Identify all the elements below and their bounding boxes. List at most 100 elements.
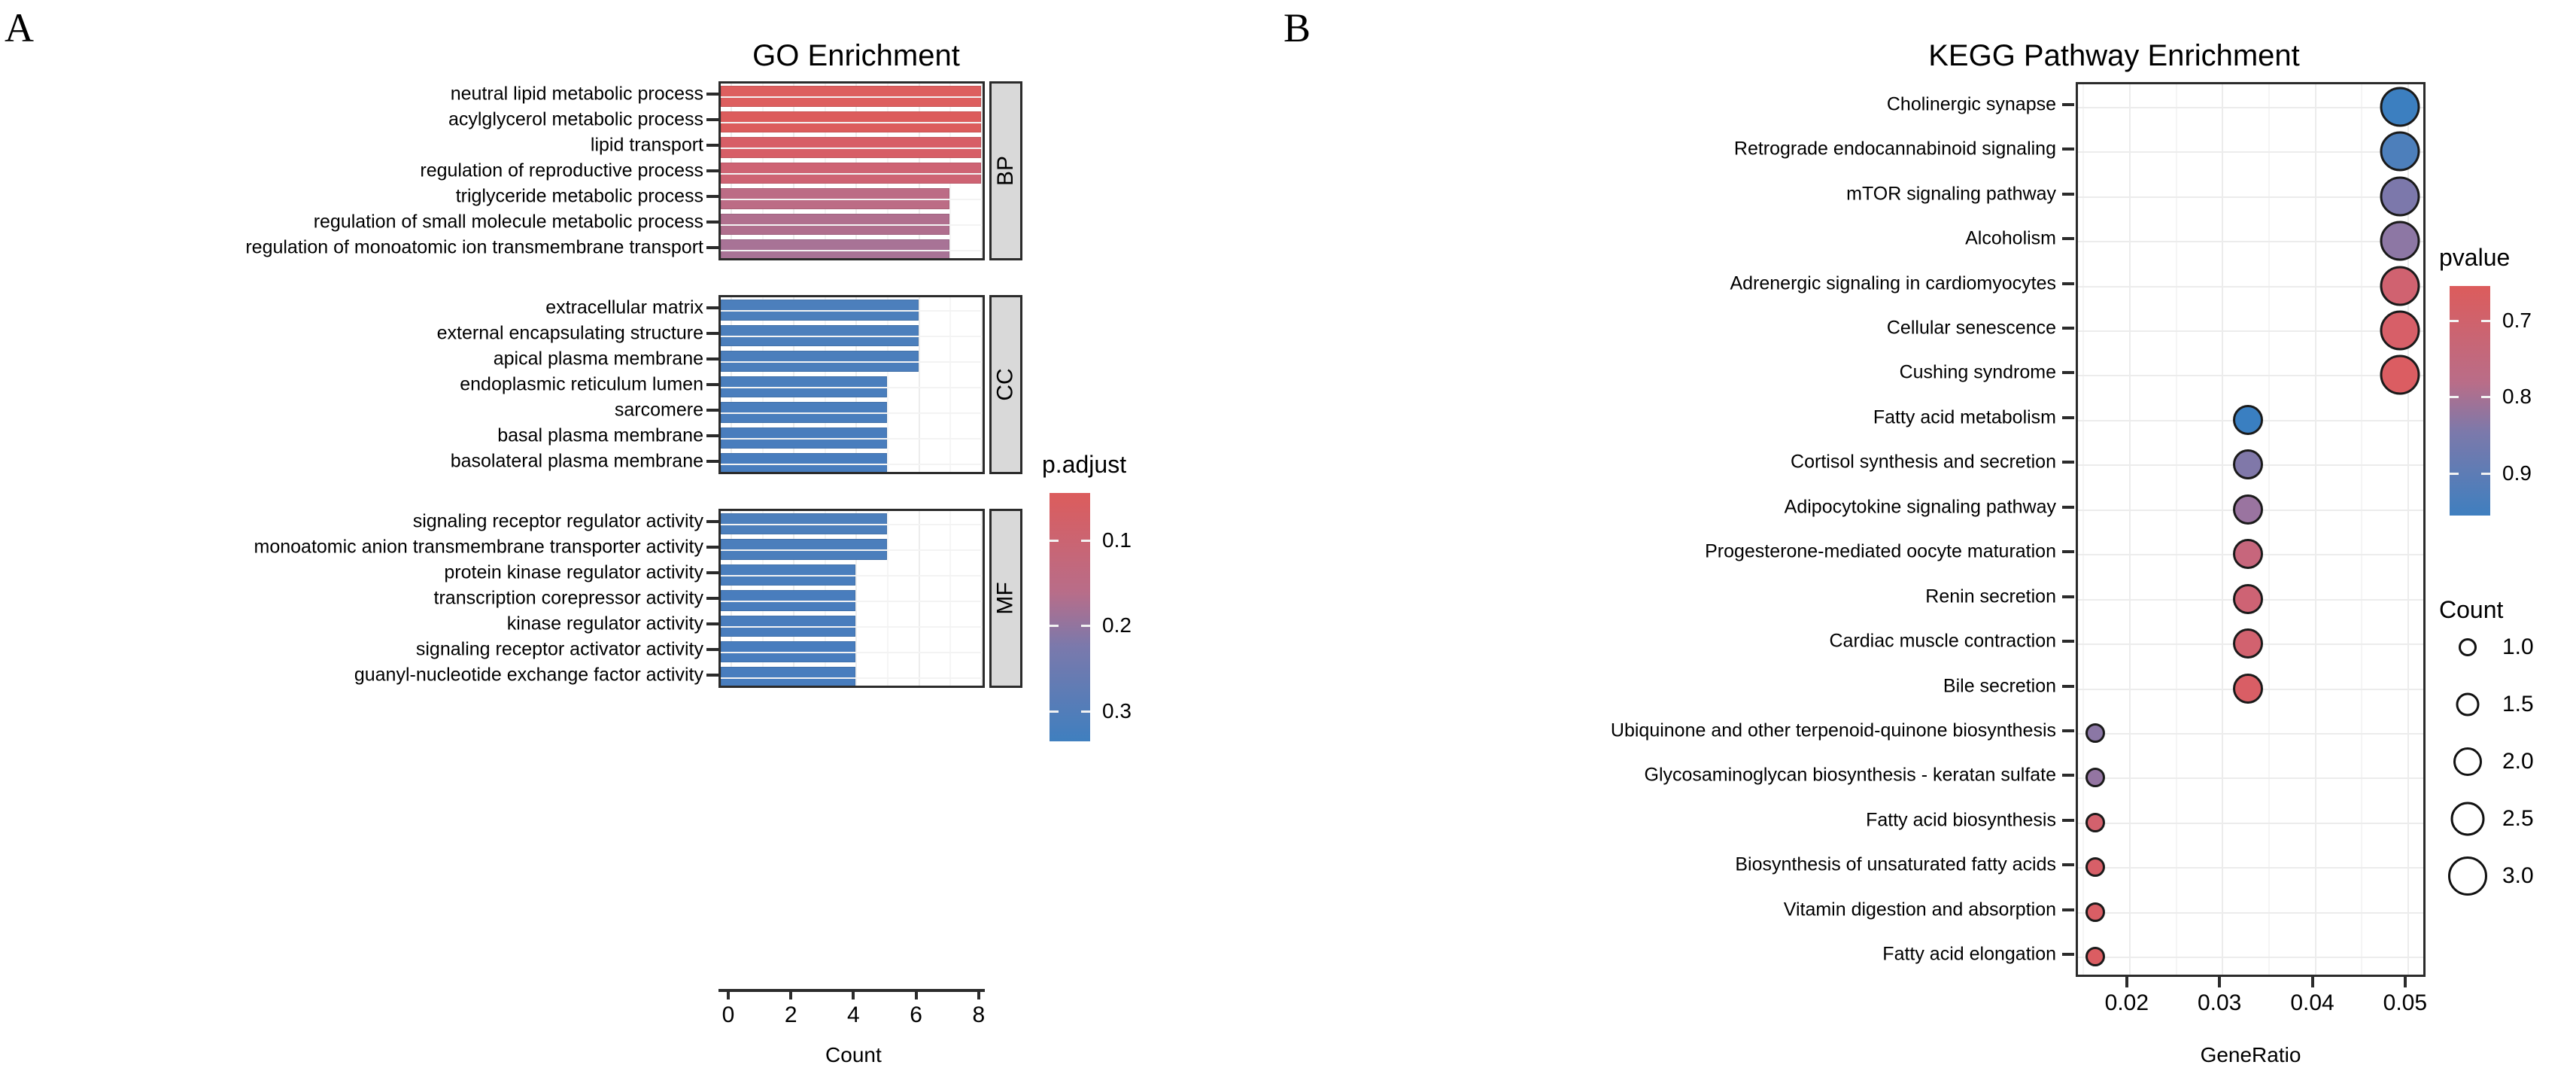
go-facet-inner-mf	[721, 511, 983, 686]
kegg-dot	[2380, 354, 2420, 395]
pvalue-legend-tick	[2481, 473, 2490, 476]
panel-a-letter: A	[5, 5, 34, 50]
go-bar	[721, 86, 981, 107]
grid-line-horizontal	[721, 626, 983, 628]
go-y-tick	[706, 546, 718, 549]
kegg-dot	[2380, 310, 2420, 351]
kegg-dot	[2085, 812, 2106, 832]
go-y-tick	[706, 221, 718, 224]
kegg-dot	[2380, 221, 2420, 261]
go-x-tick-label: 4	[847, 1002, 860, 1027]
grid-line-horizontal	[2078, 151, 2423, 154]
grid-line-horizontal	[2078, 106, 2423, 108]
kegg-dot	[2232, 539, 2263, 570]
go-bar	[721, 667, 856, 686]
go-y-tick	[706, 648, 718, 651]
grid-line-horizontal	[2078, 285, 2423, 288]
grid-line-horizontal	[721, 173, 983, 175]
go-y-label: basolateral plasma membrane	[450, 450, 703, 472]
go-bar	[721, 214, 950, 235]
kegg-dot	[2085, 947, 2106, 967]
grid-line-vertical	[2082, 84, 2085, 975]
go-facet-inner-cc	[721, 297, 983, 472]
grid-line-horizontal	[2078, 375, 2423, 377]
kegg-y-label: Fatty acid metabolism	[1873, 406, 2056, 428]
count-legend-label: 3.0	[2502, 863, 2534, 888]
kegg-x-axis-label: GeneRatio	[2200, 1043, 2301, 1066]
count-legend-label: 2.5	[2502, 806, 2534, 831]
grid-line-horizontal	[2078, 957, 2423, 959]
count-legend-circle	[2448, 856, 2487, 896]
go-bar	[721, 188, 950, 209]
kegg-y-tick	[2062, 729, 2074, 733]
kegg-y-tick	[2062, 684, 2074, 688]
go-y-tick	[706, 520, 718, 523]
go-y-label: regulation of monoatomic ion transmembra…	[245, 236, 703, 258]
kegg-y-tick	[2062, 326, 2074, 330]
go-x-tick	[789, 989, 793, 999]
go-bar	[721, 427, 887, 449]
grid-line-horizontal	[2078, 330, 2423, 332]
go-y-tick	[706, 571, 718, 574]
padjust-legend-tick	[1050, 539, 1059, 542]
go-y-label: external encapsulating structure	[436, 322, 703, 344]
go-y-label: regulation of small molecule metabolic p…	[313, 211, 703, 233]
go-bar	[721, 351, 919, 372]
go-y-label: transcription corepressor activity	[433, 587, 703, 609]
kegg-dot	[2380, 131, 2420, 172]
kegg-y-tick	[2062, 953, 2074, 957]
pvalue-legend-tick	[2450, 396, 2459, 399]
go-bar	[721, 539, 887, 560]
kegg-y-tick	[2062, 505, 2074, 509]
go-y-label: acylglycerol metabolic process	[448, 108, 703, 130]
kegg-x-tick	[2310, 977, 2314, 987]
go-bar	[721, 163, 981, 184]
kegg-y-tick	[2062, 595, 2074, 598]
go-y-tick	[706, 597, 718, 600]
go-y-label: monoatomic anion transmembrane transport…	[254, 536, 704, 558]
kegg-y-tick	[2062, 640, 2074, 643]
kegg-y-tick	[2062, 371, 2074, 375]
go-bar	[721, 641, 856, 662]
kegg-y-tick	[2062, 102, 2074, 106]
count-legend-label: 1.5	[2502, 692, 2534, 716]
go-y-label: signaling receptor activator activity	[415, 638, 703, 660]
pvalue-colorbar	[2450, 286, 2490, 516]
go-y-tick	[706, 332, 718, 335]
kegg-y-label: Ubiquinone and other terpenoid-quinone b…	[1610, 720, 2056, 741]
panel-a-title: GO Enrichment	[752, 39, 960, 72]
pvalue-legend-tick	[2481, 396, 2490, 399]
go-y-tick	[706, 409, 718, 412]
grid-line-horizontal	[2078, 911, 2423, 914]
go-y-label: protein kinase regulator activity	[444, 561, 703, 583]
grid-line-vertical	[2361, 84, 2363, 975]
grid-line-vertical	[949, 297, 952, 472]
go-x-tick	[852, 989, 855, 999]
go-facet-strip-bp: BP	[989, 81, 1022, 260]
go-y-tick	[706, 622, 718, 625]
go-y-tick	[706, 357, 718, 361]
go-bar	[721, 300, 919, 321]
padjust-legend-tick	[1081, 625, 1090, 628]
kegg-y-tick	[2062, 461, 2074, 464]
kegg-y-label: Fatty acid biosynthesis	[1866, 809, 2056, 831]
kegg-dot	[2085, 768, 2106, 788]
go-y-tick	[706, 195, 718, 198]
grid-line-horizontal	[721, 310, 983, 312]
go-facet-bp	[718, 81, 985, 260]
go-x-tick-label: 2	[784, 1002, 797, 1027]
go-y-tick	[706, 383, 718, 386]
grid-line-horizontal	[721, 652, 983, 653]
grid-line-horizontal	[721, 601, 983, 602]
kegg-y-label: Renin secretion	[1925, 586, 2056, 607]
kegg-y-label: Cellular senescence	[1886, 317, 2056, 339]
grid-line-horizontal	[721, 549, 983, 551]
kegg-x-tick	[2218, 977, 2222, 987]
go-facet-inner-bp	[721, 84, 983, 258]
grid-line-vertical	[2128, 84, 2131, 975]
pvalue-legend-title: pvalue	[2439, 244, 2511, 271]
padjust-legend-tick	[1081, 539, 1090, 542]
go-facet-strip-cc: CC	[989, 295, 1022, 474]
go-bar	[721, 137, 981, 158]
kegg-dot	[2380, 176, 2420, 217]
